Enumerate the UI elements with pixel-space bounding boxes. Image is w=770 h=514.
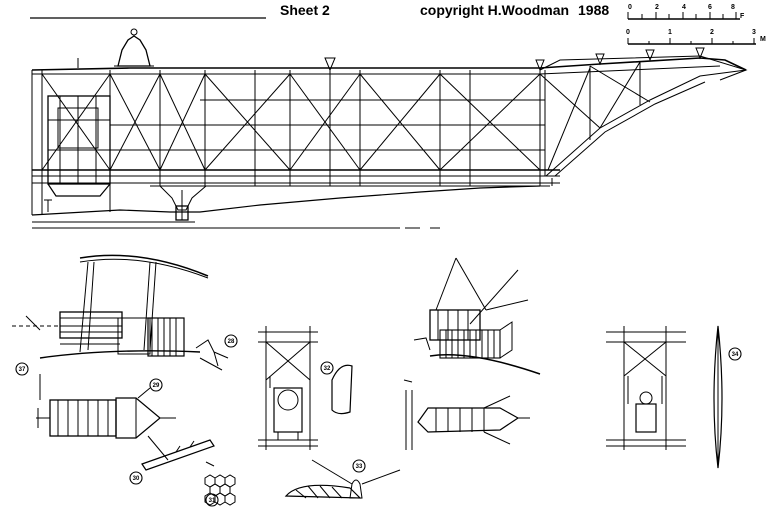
callout-34-circle xyxy=(728,347,742,361)
cowling-detail xyxy=(331,364,353,415)
sheet-title: Sheet 2 xyxy=(280,2,330,18)
callout-28-circle xyxy=(224,334,238,348)
callout-28: 28 xyxy=(228,339,235,345)
scale-feet-tick-2: 2 xyxy=(655,4,659,11)
scale-metre-tick-1: 1 xyxy=(668,29,672,36)
callout-33: 33 xyxy=(356,464,363,470)
copyright-year: 1988 xyxy=(578,2,610,18)
scale-feet-tick-6: 6 xyxy=(708,4,712,11)
scale-bar-metres xyxy=(627,38,756,45)
callout-30-circle xyxy=(129,471,143,485)
engine-perspective-view xyxy=(403,257,541,383)
scale-metre-unit: M xyxy=(760,36,766,43)
callout-34: 34 xyxy=(732,352,739,358)
scale-metre-tick-2: 2 xyxy=(710,29,714,36)
strut-section-detail xyxy=(713,325,723,469)
engine-front-view xyxy=(258,326,318,450)
scale-metre-tick-3: 3 xyxy=(752,29,756,36)
wing-truss-elevation xyxy=(31,28,748,229)
callout-32-circle xyxy=(320,361,334,375)
scale-bar-feet xyxy=(627,12,740,20)
engine-side-view xyxy=(12,254,229,371)
copyright-notice: copyright H.Woodman xyxy=(420,2,570,18)
engine-plan-view-2 xyxy=(405,390,530,450)
callout-29-circle xyxy=(149,378,163,392)
scale-feet-tick-4: 4 xyxy=(682,4,686,11)
callout-33-circle xyxy=(352,459,366,473)
engine-front-view-2 xyxy=(606,326,686,450)
callout-32: 32 xyxy=(324,366,331,372)
scale-feet-tick-8: 8 xyxy=(731,4,735,11)
callout-31-circle xyxy=(205,493,219,507)
honeycomb-detail xyxy=(204,474,236,506)
strut-detail xyxy=(141,439,215,471)
rib-detail xyxy=(284,459,401,499)
scale-metre-tick-0: 0 xyxy=(626,29,630,36)
callout-31: 31 xyxy=(209,498,216,504)
callout-30: 30 xyxy=(133,476,140,482)
scale-feet-unit: F xyxy=(740,13,745,20)
callout-37: 37 xyxy=(19,367,26,373)
callout-29: 29 xyxy=(153,383,160,389)
callout-37-circle xyxy=(15,362,29,376)
scale-feet-tick-0: 0 xyxy=(628,4,632,11)
